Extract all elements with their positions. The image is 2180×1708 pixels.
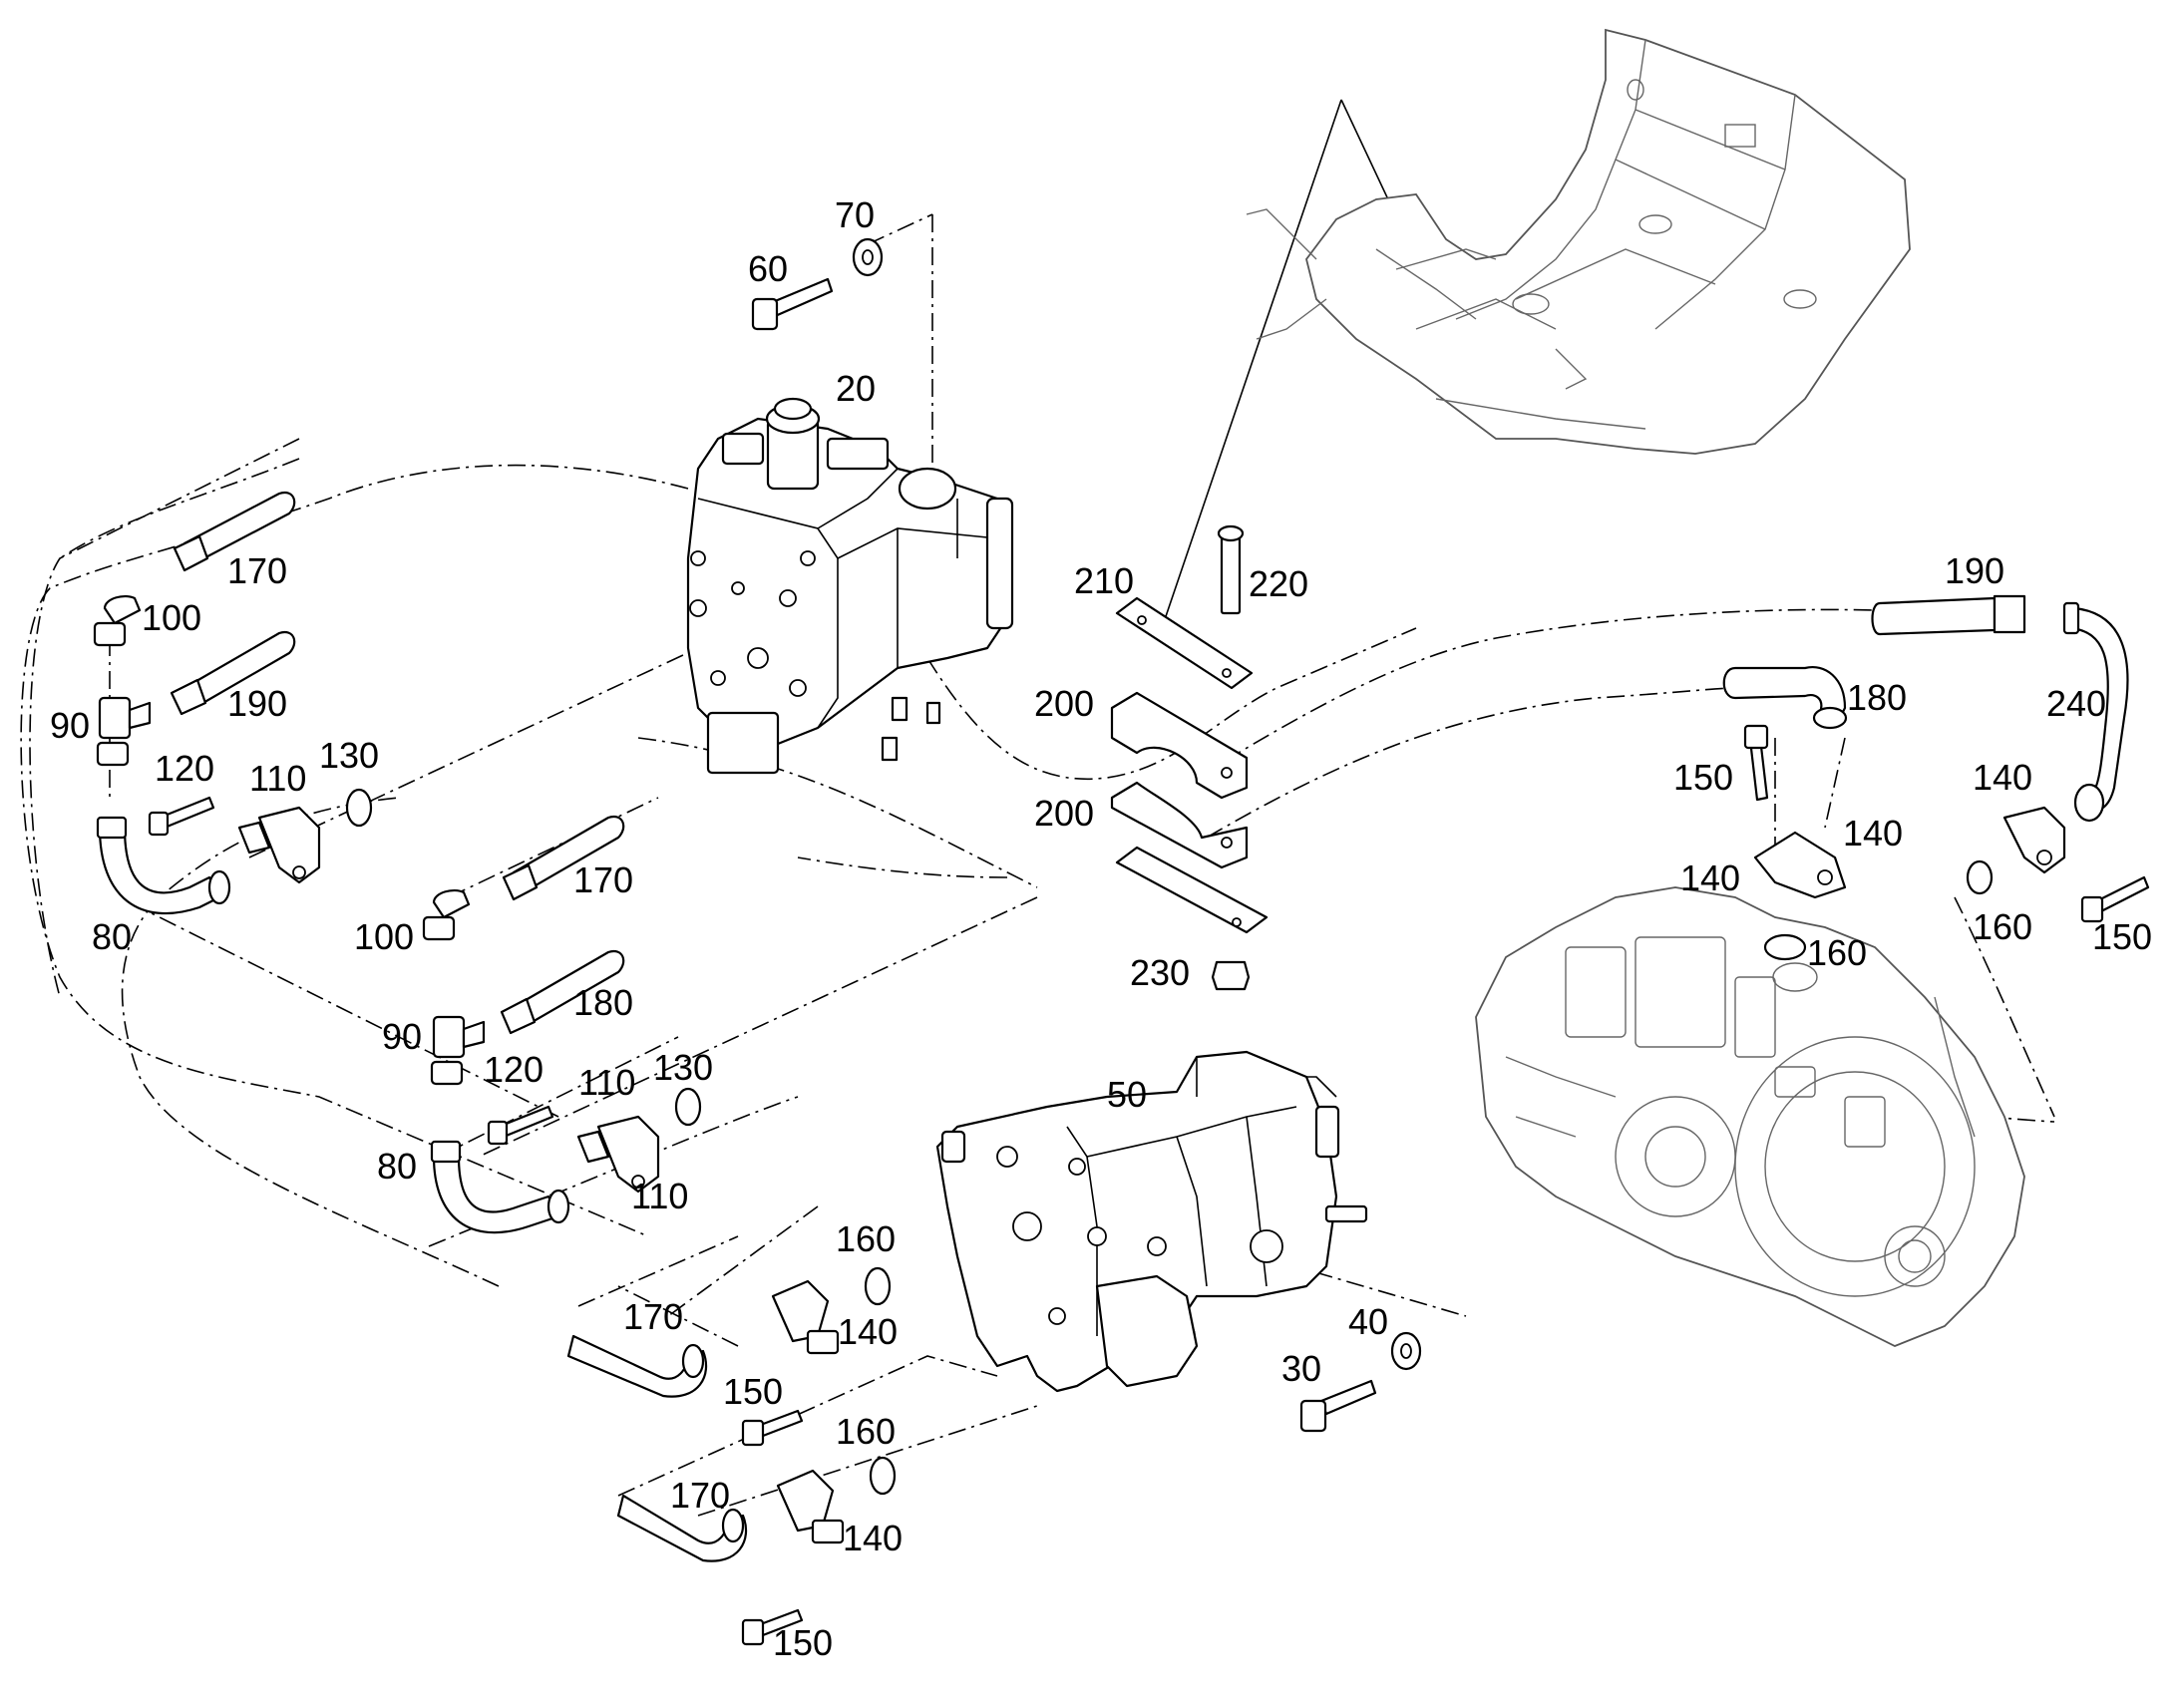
clamp-200-lower — [1110, 781, 1249, 869]
hose-170-top-left — [173, 491, 296, 572]
callout-240: 240 — [2046, 683, 2106, 724]
callout-30: 30 — [1281, 1348, 1321, 1389]
flange-110-mid — [576, 1115, 660, 1194]
callout-170: 170 — [227, 550, 287, 591]
callout-150: 150 — [723, 1371, 783, 1412]
washer-40 — [1390, 1331, 1422, 1371]
callout-100: 100 — [354, 916, 414, 957]
callout-160: 160 — [836, 1411, 896, 1452]
pump-assembly-right — [1475, 886, 2025, 1347]
hose-80-mid — [430, 1140, 570, 1234]
hose-170-bottom-b — [616, 1494, 748, 1562]
callout-70: 70 — [835, 194, 875, 235]
callout-200: 200 — [1034, 683, 1094, 724]
plate-230 — [1115, 846, 1269, 934]
callout-230: 230 — [1130, 952, 1190, 993]
hose-170-bottom-a — [566, 1334, 708, 1398]
callout-190: 190 — [1945, 550, 2004, 591]
flange-140-right-b — [2002, 806, 2066, 874]
callout-40: 40 — [1348, 1301, 1388, 1342]
hydraulic-motor-50 — [935, 1050, 1368, 1393]
callout-140: 140 — [1680, 857, 1740, 898]
callout-210: 210 — [1074, 560, 1134, 601]
callout-200: 200 — [1034, 793, 1094, 834]
flange-140-bottom-a — [771, 1279, 840, 1355]
callout-140: 140 — [1843, 813, 1903, 854]
callout-90: 90 — [382, 1016, 422, 1057]
callout-50: 50 — [1107, 1074, 1147, 1115]
callout-labels: 70 60 20 170 100 90 190 120 110 130 80 1… — [50, 194, 2152, 1663]
clamp-200-upper — [1110, 691, 1249, 800]
flange-140-bottom-b — [776, 1469, 845, 1544]
screw-60 — [751, 277, 834, 331]
hydraulic-pump-20 — [686, 397, 1014, 775]
screw-120-mid — [487, 1105, 554, 1146]
screw-150-bottom-b — [741, 1608, 804, 1646]
callout-130: 130 — [319, 735, 379, 776]
hose-190-right — [1871, 594, 2026, 636]
tee-90-left — [96, 696, 152, 767]
callout-110: 110 — [631, 1176, 688, 1216]
screw-150-right-a — [1743, 724, 1769, 802]
hose-80-left — [96, 816, 231, 915]
callout-60: 60 — [748, 248, 788, 289]
tube-240 — [2062, 601, 2129, 823]
screw-120-left — [148, 796, 215, 837]
callout-170: 170 — [623, 1296, 683, 1337]
washer-70 — [852, 237, 884, 277]
callout-100: 100 — [142, 597, 201, 638]
callout-190: 190 — [227, 683, 287, 724]
callout-170: 170 — [573, 859, 633, 900]
plate-210 — [1115, 596, 1254, 690]
callout-150: 150 — [1673, 757, 1733, 798]
nut-230 — [1211, 960, 1251, 991]
callout-170: 170 — [670, 1475, 730, 1516]
oring-130-mid — [674, 1087, 702, 1127]
callout-120: 120 — [155, 748, 214, 789]
hose-180-mid-left — [500, 949, 625, 1035]
oring-160-right-b — [1966, 859, 1994, 895]
callout-110: 110 — [249, 758, 306, 799]
callout-160: 160 — [1807, 932, 1867, 973]
callout-160: 160 — [836, 1218, 896, 1259]
elbow-100-left — [93, 594, 142, 647]
callout-80: 80 — [377, 1146, 417, 1187]
callout-110: 110 — [578, 1062, 635, 1103]
callout-160: 160 — [1973, 906, 2032, 947]
callout-140: 140 — [838, 1311, 898, 1352]
callout-180: 180 — [1847, 677, 1907, 718]
callout-130: 130 — [653, 1047, 713, 1088]
hose-180-right — [1722, 665, 1848, 730]
callout-140: 140 — [843, 1518, 903, 1558]
flange-140-right-a — [1753, 831, 1847, 899]
screw-30 — [1299, 1379, 1377, 1433]
oring-160-bottom-a — [864, 1266, 892, 1306]
callout-20: 20 — [836, 368, 876, 409]
hose-190-left — [170, 630, 296, 716]
callout-180: 180 — [573, 982, 633, 1023]
oring-130-left — [345, 788, 373, 828]
elbow-100-mid — [422, 888, 471, 941]
callout-90: 90 — [50, 705, 90, 746]
flange-110-left — [237, 806, 321, 884]
machine-frame-inset — [1246, 28, 1911, 455]
oring-160-right-a — [1763, 933, 1807, 961]
hose-170-mid-left — [502, 815, 625, 901]
callout-150: 150 — [2092, 916, 2152, 957]
bolt-220 — [1217, 524, 1245, 615]
callout-140: 140 — [1973, 757, 2032, 798]
callout-150: 150 — [773, 1622, 833, 1663]
callout-80: 80 — [92, 916, 132, 957]
screw-150-right-b — [2080, 875, 2150, 923]
callout-120: 120 — [484, 1049, 544, 1090]
callout-220: 220 — [1249, 563, 1308, 604]
tee-90-mid — [430, 1015, 486, 1086]
screw-150-bottom-a — [741, 1409, 804, 1447]
oring-160-bottom-b — [869, 1456, 897, 1496]
